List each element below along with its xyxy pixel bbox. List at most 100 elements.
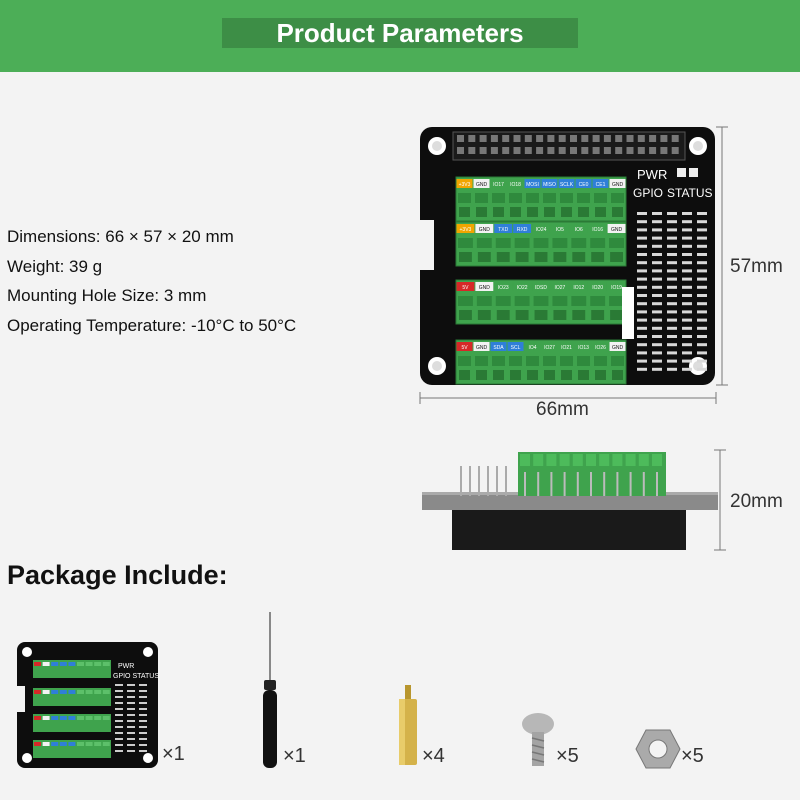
header-pin (513, 147, 521, 154)
terminal-opening (459, 252, 472, 262)
terminal-screw (543, 193, 556, 203)
side-terminal (586, 454, 596, 466)
header-pin (468, 135, 476, 142)
status-mark (637, 269, 647, 273)
terminal-opening (591, 310, 605, 320)
mini-status-mark (115, 750, 123, 752)
terminal-label: IDSD (535, 285, 547, 291)
spec-operating-temperature: Operating Temperature: -10°C to 50°C (7, 316, 297, 335)
header-pin (513, 135, 521, 142)
depth-dimension-line (714, 449, 726, 551)
side-terminal (559, 454, 570, 466)
status-mark (652, 359, 662, 363)
status-mark (667, 261, 677, 265)
status-mark (652, 302, 662, 306)
terminal-opening (578, 207, 589, 217)
mini-status-mark (127, 708, 135, 710)
terminal-opening (553, 252, 567, 262)
status-mark (652, 277, 662, 281)
terminal-opening (572, 252, 586, 262)
terminal-label-chip (494, 224, 513, 233)
status-mark (697, 228, 707, 232)
terminal-label-chip (473, 342, 490, 351)
terminal-label-chip (588, 282, 607, 291)
terminal-label: 5V (462, 285, 469, 291)
mini-status-mark (127, 690, 135, 692)
mini-label-chip (34, 742, 41, 746)
header-banner: Product Parameters (0, 0, 800, 72)
terminal-label-chip (575, 179, 592, 188)
screw-icon (522, 713, 554, 766)
mini-status-mark (115, 702, 123, 704)
terminal-opening (527, 207, 538, 217)
status-mark (652, 228, 662, 232)
side-terminal (599, 454, 610, 466)
terminal-label: TXD (498, 227, 508, 233)
status-mark (697, 359, 707, 363)
terminal-label: SCLK (560, 182, 574, 188)
header-pin (536, 135, 544, 142)
terminal-label: SDA (493, 345, 504, 351)
terminal-label: +3V3 (459, 182, 471, 188)
terminal-label: CE1 (596, 182, 606, 188)
terminal-screw (571, 238, 587, 248)
terminal-label-chip (607, 224, 626, 233)
status-mark (652, 335, 662, 338)
status-mark (637, 318, 647, 322)
header-pin (490, 135, 498, 142)
status-mark (667, 335, 677, 338)
terminal-label: IO4 (528, 345, 536, 351)
terminal-label: IO5 (556, 227, 564, 233)
side-terminal-leg (537, 472, 540, 496)
status-mark (637, 228, 647, 232)
status-mark (667, 228, 677, 232)
terminal-label: IO24 (536, 227, 547, 233)
mini-label-chip (68, 742, 76, 746)
terminal-screw (458, 356, 471, 366)
terminal-label: GND (479, 227, 491, 233)
header-pin (457, 147, 464, 154)
qty-standoff: ×4 (422, 745, 445, 767)
terminal-screw (476, 238, 492, 248)
mini-status-mark (127, 684, 135, 686)
mini-status-mark (139, 720, 147, 722)
terminal-label: GND (612, 182, 624, 188)
header-pin (570, 135, 577, 142)
header-pin (626, 135, 634, 142)
terminal-opening (477, 310, 491, 320)
status-mark (637, 335, 647, 338)
mini-status-mark (115, 738, 123, 740)
spec-weight: Weight: 39 g (7, 257, 103, 276)
terminal-label: IO19 (611, 285, 622, 291)
mini-status-mark (115, 696, 123, 698)
status-mark (637, 236, 647, 240)
terminal-screw (590, 296, 606, 306)
terminal-label: IO26 (595, 345, 606, 351)
header-pin (592, 147, 600, 154)
mini-label-chip (34, 662, 41, 666)
status-mark (682, 343, 692, 347)
side-terminal (612, 454, 623, 466)
status-mark (697, 367, 707, 371)
mini-status-mark (139, 726, 147, 728)
terminal-label-chip (456, 179, 473, 188)
qty-screw: ×5 (556, 745, 579, 767)
terminal-screw (495, 238, 511, 248)
header-pin (457, 135, 464, 142)
terminal-label: IO16 (592, 227, 603, 233)
terminal-screw (560, 356, 573, 366)
terminal-screw (458, 238, 473, 248)
header-pin (592, 135, 600, 142)
terminal-opening (544, 370, 555, 380)
status-mark (697, 335, 707, 338)
side-terminal-leg (603, 472, 606, 496)
side-pin (496, 466, 498, 496)
terminal-screw (543, 356, 556, 366)
status-mark (697, 244, 707, 248)
status-mark (682, 220, 692, 224)
terminal-screw (609, 296, 624, 306)
status-mark (652, 253, 662, 256)
terminal-opening (561, 370, 572, 380)
status-mark (652, 367, 662, 371)
